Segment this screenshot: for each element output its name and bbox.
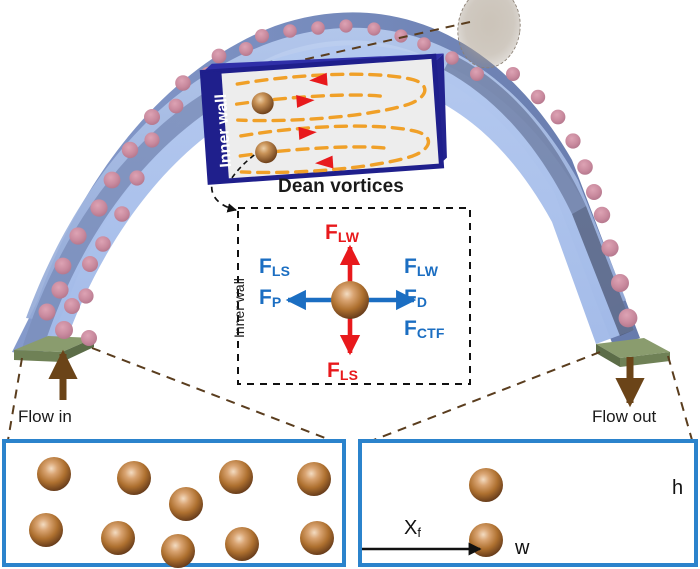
- force-balance-box: [237, 207, 471, 385]
- channel-outer-wall: [12, 12, 640, 359]
- apex-highlight-ellipse: [457, 0, 521, 69]
- force-label-left-1: FLS: [259, 255, 291, 279]
- connector-inlet-right: [91, 347, 339, 444]
- force-symbol: F: [404, 255, 417, 278]
- connector-apex-to-inset: [231, 21, 471, 77]
- force-symbol: F: [404, 317, 417, 340]
- connector-outlet-left: [365, 351, 601, 444]
- dean-vortices-inset: [199, 53, 447, 185]
- channel-inner-wall-left: [22, 60, 280, 352]
- channel-height-label: h: [672, 477, 684, 499]
- force-symbol: F: [325, 221, 338, 244]
- curved-channel: [12, 0, 670, 367]
- force-symbol: F: [259, 255, 272, 278]
- channel-particles-dispersed: [38, 19, 408, 346]
- force-symbol: F: [259, 286, 272, 309]
- force-label-top: FLW: [325, 221, 360, 245]
- force-subscript: LS: [339, 367, 359, 383]
- force-subscript: D: [416, 294, 428, 310]
- force-symbol: F: [404, 286, 417, 309]
- force-box-particle: [331, 281, 369, 319]
- force-subscript: P: [271, 294, 282, 310]
- connector-inlet-left: [7, 357, 23, 441]
- inset-particle: [255, 141, 278, 164]
- force-box-inner-wall-label: Inner wall: [231, 278, 247, 338]
- focus-position-subscript: f: [417, 525, 421, 540]
- force-label-right-1: FLW: [404, 255, 439, 279]
- force-subscript: LW: [416, 263, 439, 279]
- force-label-left-2: FP: [259, 286, 282, 310]
- channel-inner-wall-right: [572, 206, 634, 336]
- force-label-right-3: FCTF: [404, 317, 445, 341]
- force-subscript: LS: [271, 263, 291, 279]
- flow-out-label: Flow out: [592, 407, 657, 426]
- force-subscript: LW: [337, 229, 360, 245]
- dean-vortices-caption: Dean vortices: [278, 176, 404, 197]
- inlet-panel-particles: [29, 457, 334, 568]
- focus-position-symbol: X: [404, 517, 418, 539]
- channel-inner-shadow-right: [444, 54, 586, 214]
- focus-position-label: Xf: [404, 517, 421, 540]
- force-subscript: CTF: [416, 325, 445, 341]
- force-symbol: F: [327, 359, 340, 382]
- channel-particles-focused: [417, 37, 638, 328]
- flow-in-label: Flow in: [18, 407, 72, 426]
- channel-width-label: w: [515, 537, 530, 559]
- inset-inner-wall-bar: [202, 71, 230, 183]
- dean-flow-arrows: [296, 72, 334, 169]
- outlet-panel: [358, 439, 698, 567]
- inset-particle: [251, 92, 274, 115]
- inlet-panel: [2, 439, 346, 568]
- connector-lines: [7, 21, 693, 444]
- inset-internal-leader: [229, 154, 255, 182]
- force-label-bottom: FLS: [327, 359, 359, 383]
- connector-outlet-right: [667, 355, 693, 441]
- force-label-right-2: FD: [404, 286, 428, 310]
